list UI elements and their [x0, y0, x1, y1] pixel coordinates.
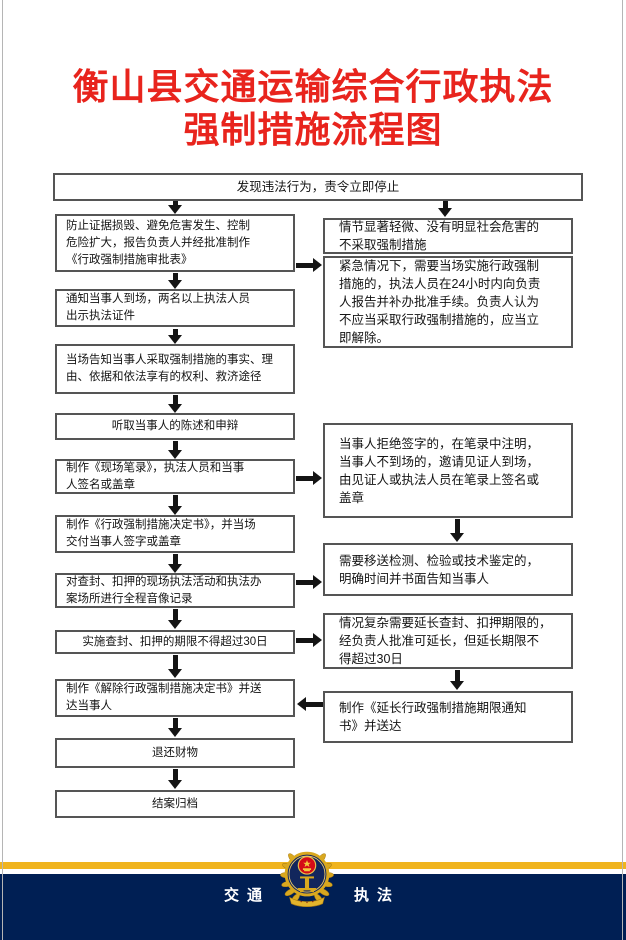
- page-title: 衡山县交通运输综合行政执法 强制措施流程图: [0, 66, 626, 152]
- arrow-down-left1-to-left2: [168, 273, 182, 289]
- arrow-down-right3-to-right4: [450, 519, 464, 542]
- arrow-down-start-to-right1: [438, 201, 452, 217]
- flow-box-right-6: 制作《延长行政强制措施期限通知 书》并送达: [323, 691, 573, 743]
- flow-box-left-7: 对查封、扣押的现场执法活动和执法办 案场所进行全程音像记录: [55, 573, 295, 608]
- arrow-down-right5-to-right6: [450, 670, 464, 690]
- arrow-down-left4-to-left5: [168, 441, 182, 459]
- page-edge-left: [2, 0, 3, 940]
- arrow-down-left5-to-left6: [168, 495, 182, 515]
- flow-box-left-5: 制作《现场笔录》，执法人员和当事 人签名或盖章: [55, 459, 295, 494]
- arrow-down-left7-to-left8: [168, 609, 182, 629]
- page-edge-right: [622, 0, 623, 940]
- flow-box-left-6: 制作《行政强制措施决定书》，并当场 交付当事人签字或盖章: [55, 515, 295, 553]
- footer-label-jiaotong: 交通: [224, 887, 271, 904]
- arrow-right-left7-to-right4: [296, 575, 322, 589]
- arrow-down-left3-to-left4: [168, 395, 182, 413]
- flow-box-left-3: 当场告知当事人采取强制措施的事实、理 由、依据和依法享有的权利、救济途径: [55, 344, 295, 394]
- arrow-right-left5-to-right3: [296, 471, 322, 485]
- arrow-right-left8-to-right5: [296, 633, 322, 647]
- arrow-down-start-to-left1: [168, 201, 182, 214]
- flow-box-left-2: 通知当事人到场，两名以上执法人员 出示执法证件: [55, 289, 295, 327]
- flow-box-right-2: 紧急情况下，需要当场实施行政强制 措施的，执法人员在24小时内向负责 人报告并补…: [323, 256, 573, 348]
- page-title-line1: 衡山县交通运输综合行政执法: [72, 67, 554, 107]
- arrow-left-right6-to-left9: [297, 697, 323, 711]
- flow-box-left-11: 结案归档: [55, 790, 295, 818]
- arrow-down-left8-to-left9: [168, 655, 182, 678]
- flow-box-start: 发现违法行为，责令立即停止: [53, 173, 583, 201]
- flow-box-right-1: 情节显著轻微、没有明显社会危害的 不采取强制措施: [323, 218, 573, 254]
- flow-box-right-5: 情况复杂需要延长查封、扣押期限的， 经负责人批准可延长，但延长期限不 得超过30…: [323, 613, 573, 669]
- flow-box-right-3: 当事人拒绝签字的，在笔录中注明， 当事人不到场的，邀请见证人到场， 由见证人或执…: [323, 423, 573, 518]
- flow-box-left-1: 防止证据损毁、避免危害发生、控制 危险扩大，报告负责人并经批准制作 《行政强制措…: [55, 214, 295, 272]
- flow-box-left-10: 退还财物: [55, 738, 295, 768]
- arrow-down-left9-to-left10: [168, 718, 182, 737]
- page-title-line2: 强制措施流程图: [183, 110, 443, 150]
- arrow-down-left10-to-left11: [168, 769, 182, 789]
- flow-box-left-4: 听取当事人的陈述和申辩: [55, 413, 295, 440]
- arrow-down-left2-to-left3: [168, 329, 182, 344]
- flow-box-right-4: 需要移送检测、检验或技术鉴定的， 明确时间并书面告知当事人: [323, 543, 573, 596]
- arrow-right-left1-to-right2: [296, 258, 322, 272]
- footer-label-zhifa: 执法: [354, 887, 401, 904]
- transport-law-enforcement-badge-icon: [280, 851, 334, 908]
- arrow-down-left6-to-left7: [168, 554, 182, 573]
- flow-box-left-8: 实施查封、扣押的期限不得超过30日: [55, 630, 295, 654]
- flow-box-left-9: 制作《解除行政强制措施决定书》并送 达当事人: [55, 679, 295, 717]
